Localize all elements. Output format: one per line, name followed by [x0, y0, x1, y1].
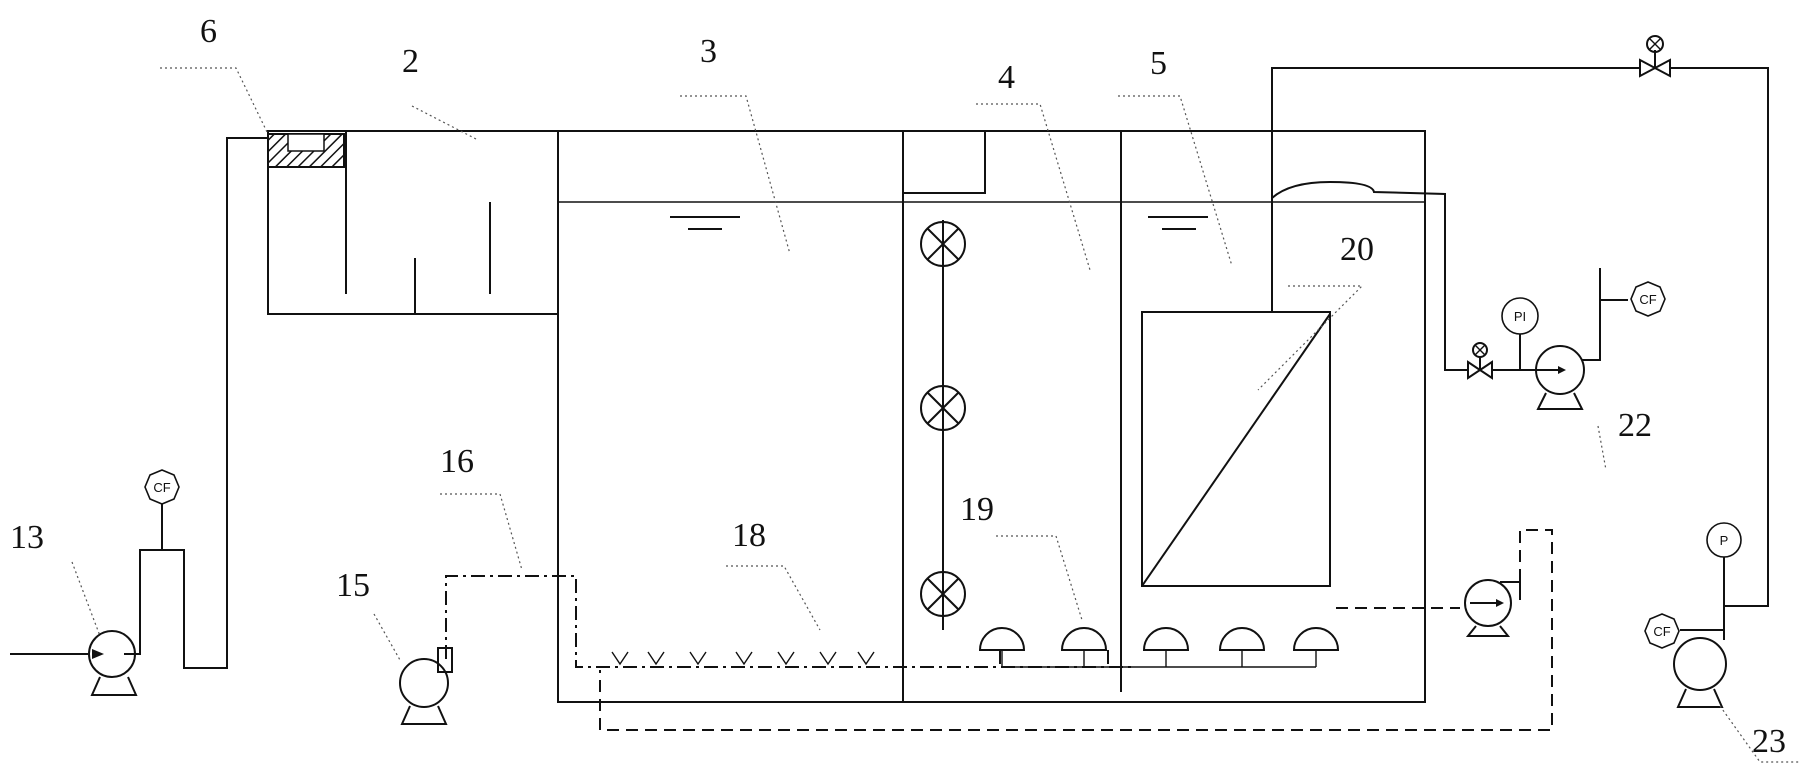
- cf-tag: CF: [1639, 292, 1656, 307]
- air-blower-15: [399, 647, 453, 725]
- vertical-mixer-column: [920, 220, 966, 630]
- pressure-indicator-22: PI: [1501, 297, 1539, 370]
- membrane-diffusers-19: [978, 627, 1340, 668]
- label-20: 20: [1340, 231, 1374, 268]
- main-reactor-tank: [557, 130, 1426, 703]
- water-level-symbol-tank-3: [670, 216, 740, 230]
- water-level-symbol-tank-5: [1148, 216, 1208, 230]
- label-16: 16: [440, 443, 474, 480]
- mixer-icon: [920, 221, 966, 267]
- label-23: 23: [1752, 723, 1786, 760]
- valve-icon: [1467, 342, 1493, 380]
- pressure-indicator-23: P: [1706, 522, 1742, 606]
- label-19: 19: [960, 491, 994, 528]
- air-supply-line-16: [445, 575, 1136, 668]
- backwash-line-23: [1670, 67, 1769, 640]
- label-22: 22: [1618, 407, 1652, 444]
- label-15: 15: [336, 567, 370, 604]
- sludge-recycle-pump: [1464, 579, 1521, 637]
- label-3: 3: [700, 33, 717, 70]
- permeate-pump-22: [1535, 268, 1628, 410]
- p-tag: P: [1720, 533, 1729, 548]
- sludge-recycle-line: [599, 529, 1553, 731]
- label-18: 18: [732, 517, 766, 554]
- valve-icon: [1639, 35, 1671, 78]
- label-13: 13: [10, 519, 44, 556]
- label-5: 5: [1150, 45, 1167, 82]
- membrane-module: [1141, 311, 1331, 587]
- mixer-icon: [920, 385, 966, 431]
- inlet-overflow-weir: [267, 133, 345, 168]
- cf-tag: CF: [1653, 624, 1670, 639]
- feed-line-13: [10, 137, 268, 669]
- leader-lines: [71, 67, 1800, 763]
- label-4: 4: [998, 59, 1015, 96]
- label-2: 2: [402, 43, 419, 80]
- flow-indicator-23: CF: [1644, 613, 1724, 649]
- feed-pump-13: [88, 630, 138, 696]
- cf-tag: CF: [153, 480, 170, 495]
- aeration-diffusers-18: [611, 651, 875, 666]
- permeate-line-22: [1271, 67, 1640, 371]
- flow-indicator-13: CF: [144, 469, 180, 550]
- mixer-icon: [920, 571, 966, 617]
- pi-tag: PI: [1514, 309, 1526, 324]
- backwash-pump-23: [1673, 637, 1727, 708]
- flow-indicator-22: CF: [1630, 281, 1666, 317]
- label-6: 6: [200, 13, 217, 50]
